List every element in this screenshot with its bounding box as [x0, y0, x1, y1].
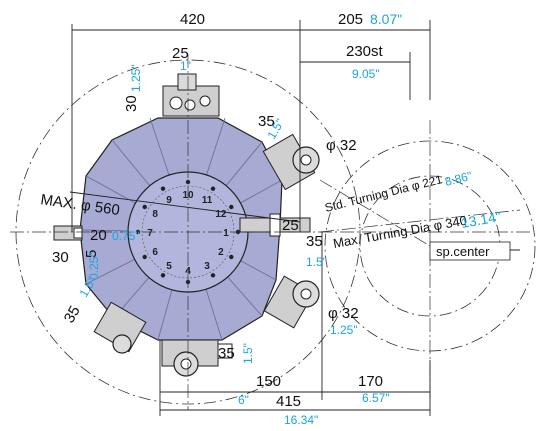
sp-center-label: sp.center	[436, 244, 490, 259]
turret-bolt-dot	[229, 254, 234, 260]
dim-415-inch-label: 16.34"	[284, 413, 318, 426]
dim-170-label: 170	[358, 373, 383, 390]
turret-bolt-dot	[160, 273, 166, 278]
top-holder-bolt-icon	[199, 95, 211, 107]
top-tool-holder	[162, 73, 220, 117]
dim-25-top-inch-label: 1"	[180, 59, 191, 73]
top-holder-bolt-icon	[169, 96, 183, 110]
dim-205-label: 205	[338, 11, 363, 28]
turret-bolt-dot	[229, 204, 234, 210]
center-lines	[10, 54, 530, 410]
phi32-bottom-label: φ 32	[328, 305, 359, 322]
dim-150-label: 150	[256, 373, 281, 390]
dim-5-left-inch-label: 0.25"	[87, 252, 101, 280]
dim-150-inch-label: 6"	[238, 393, 249, 407]
turret-bolt-dot	[142, 254, 147, 260]
turret-station-number: 9	[166, 195, 172, 206]
dim-25-top-label: 25	[172, 45, 189, 62]
dim-170-inch-label: 6.57"	[362, 391, 390, 405]
dim-415-label: 415	[276, 393, 301, 410]
dim-30-left-label: 30	[52, 249, 69, 266]
dim-5-left-label: 5	[83, 250, 100, 258]
turret-bolt-dot	[210, 186, 216, 191]
max-560-circle	[15, 59, 361, 405]
bottom-left-tool-holder	[93, 301, 147, 354]
turret-station-number: 3	[204, 261, 210, 272]
turret-station-number: 11	[202, 195, 213, 206]
turret-station-number: 1	[223, 228, 229, 239]
phi32-top-label: φ 32	[326, 137, 357, 154]
turret-bolt-dot	[210, 273, 216, 278]
turret-station-number: 5	[166, 261, 172, 272]
dim-30-top-inch-label: 1.25"	[129, 64, 143, 92]
dim-35-mid-label: 35	[306, 233, 323, 250]
right-boring-tool	[239, 213, 311, 237]
dim-205-inch-label: 8.07"	[370, 11, 402, 27]
dim-20-left-label: 20	[90, 227, 107, 244]
dim-420-label: 420	[180, 11, 205, 28]
turret-station-number: 4	[185, 266, 191, 277]
sp-center-box	[429, 241, 511, 261]
turret-station-number: 6	[152, 247, 158, 258]
bottom-right-tool-holder	[263, 275, 320, 329]
std-turning-dia-label: Std. Turning Dia φ 221	[323, 172, 444, 215]
dim-35-right-label: 35	[258, 113, 275, 130]
std-turning-dia-inch-label: 8.86"	[443, 169, 473, 189]
turret-station-number: 12	[215, 209, 227, 220]
dim-35-bottom-left-label: 35	[61, 303, 84, 326]
max-turning-dia-inch-label: 13.14"	[460, 208, 502, 231]
dim-230st-inch-label: 9.05"	[352, 67, 380, 81]
turret-station-number: 8	[152, 209, 158, 220]
dim-230st-label: 230st	[346, 43, 384, 60]
dimension-lines	[69, 20, 520, 416]
left-tool	[53, 225, 83, 241]
dim-35-mid-inch-label: 1.5"	[306, 255, 327, 269]
bottom-tool-holder	[161, 339, 233, 377]
phi32-bottom-inch-label: 1.25"	[330, 323, 358, 337]
turret-bolt-dot	[160, 186, 166, 191]
dim-35-bottom-inch-label: 1.5"	[241, 343, 255, 364]
top-right-tool-holder	[262, 133, 320, 191]
dim-35-bottom-label: 35	[218, 345, 235, 362]
turret-bolt-dot	[142, 204, 147, 210]
turret-station-number: 7	[147, 228, 153, 239]
turret-station-number: 2	[218, 247, 224, 258]
top-holder-bolt-icon	[184, 99, 196, 111]
bottom-left-bolt-icon	[112, 334, 132, 354]
dim-25-mid-label: 25	[282, 217, 299, 234]
dim-20-left-inch-label: 0.75"	[112, 229, 140, 243]
dim-30-top-label: 30	[123, 95, 140, 112]
